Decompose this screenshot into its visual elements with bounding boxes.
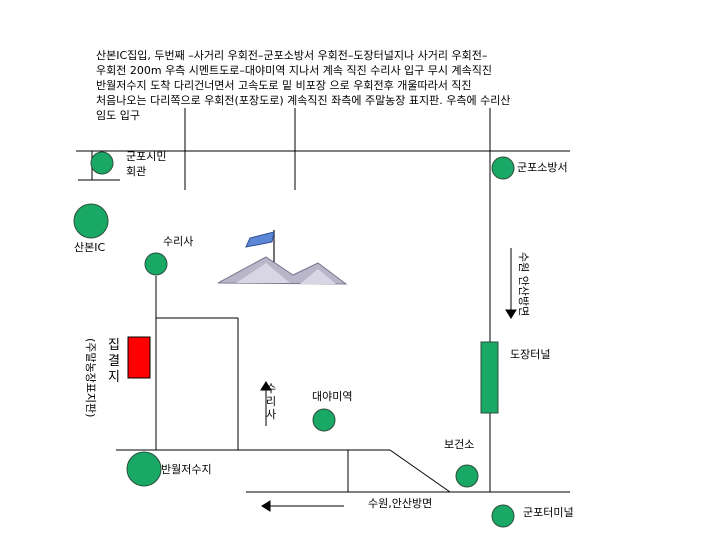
label-sanbon-ic: 산본IC [74, 241, 106, 254]
label-surisa: 수리사 [163, 235, 194, 248]
marker-gunpo-hall [90, 151, 114, 175]
marker-surisa [144, 252, 168, 276]
label-banwol: 반월저수지 [161, 463, 212, 476]
label-suwon-ansan-down: 수원 안산방면 [517, 252, 530, 317]
marker-fire-station [491, 156, 515, 180]
marker-terminal [491, 504, 515, 528]
route-directions: 산본IC집입, 두번째 –사거리 우회전–군포소방서 우회전–도장터널지나 사거… [96, 49, 511, 122]
label-fire-station: 군포소방서 [517, 161, 568, 174]
label-daeyami: 대야미역 [312, 390, 353, 403]
label-gunpo-hall-line2: 회관 [126, 165, 147, 178]
mountain-icon [217, 230, 348, 285]
marker-bogeonso [455, 464, 479, 488]
arrow-up-head [260, 381, 272, 391]
marker-sanbon-ic [73, 203, 109, 239]
marker-daeyami [312, 408, 336, 432]
label-tunnel: 도장터널 [510, 348, 551, 361]
label-farm-sign: (주말농장표지판) [84, 338, 97, 418]
label-terminal: 군포터미널 [523, 506, 574, 519]
tunnel-marker [480, 341, 499, 414]
label-gunpo-hall-line1: 군포시민 [126, 150, 167, 163]
label-site: 집결지 [108, 338, 120, 385]
site-marker [127, 336, 151, 379]
arrow-down-head [505, 309, 517, 319]
label-surisa-arrow: 수리사 [265, 382, 277, 421]
label-bogeonso: 보건소 [444, 438, 475, 451]
marker-banwol [126, 451, 162, 487]
road-diagonal [389, 449, 451, 493]
label-suwon-ansan-left: 수원,안산방면 [368, 497, 433, 510]
arrow-left-head [261, 500, 271, 512]
